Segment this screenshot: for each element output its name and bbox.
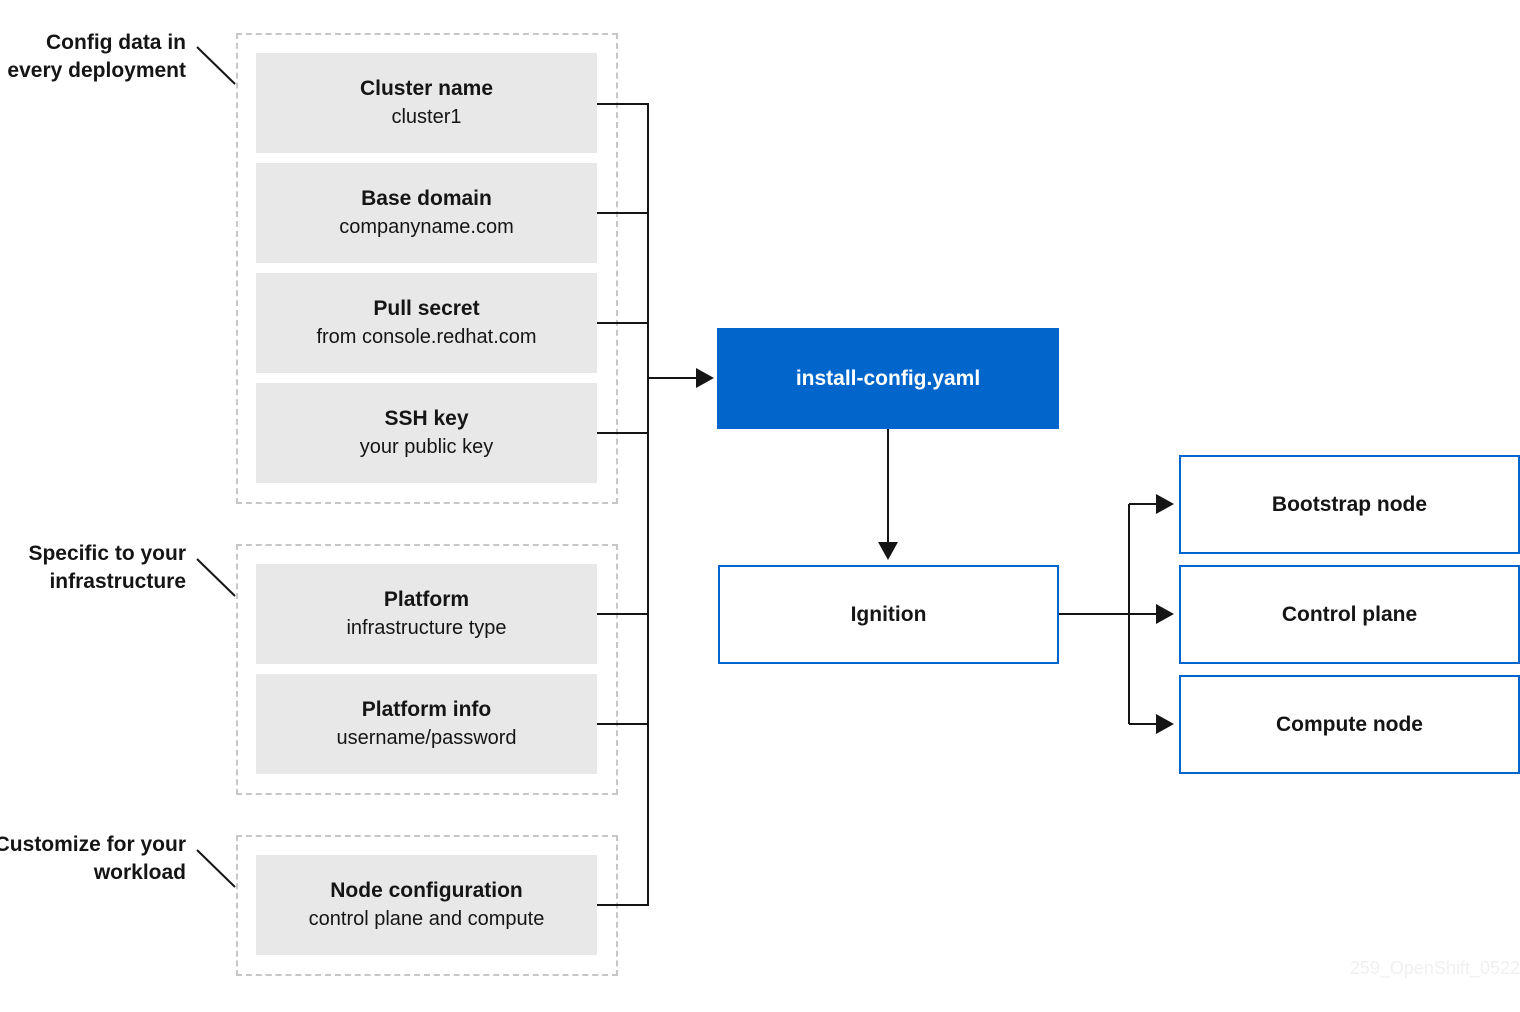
item-subtitle: infrastructure type (346, 617, 507, 639)
control-plane-label: Control plane (1281, 602, 1418, 626)
compute-node-box: Compute node (1179, 675, 1520, 774)
item-base-domain: Base domain companyname.com (256, 163, 597, 263)
item-platform-info: Platform info username/password (256, 674, 597, 774)
arrowhead-bootstrap (1156, 494, 1174, 514)
control-plane-box: Control plane (1179, 565, 1520, 664)
item-title: Platform info (361, 698, 492, 721)
item-cluster-name: Cluster name cluster1 (256, 53, 597, 153)
leader-line-deployment (196, 46, 236, 85)
item-subtitle: companyname.com (339, 216, 514, 238)
leader-line-workload (196, 849, 236, 888)
group-label-infrastructure: Specific to your infrastructure (28, 542, 186, 593)
arrowhead-install-config (696, 368, 714, 388)
install-config-box: install-config.yaml (717, 328, 1059, 429)
item-title: Platform (383, 588, 470, 611)
bootstrap-node-box: Bootstrap node (1179, 455, 1520, 554)
item-title: Node configuration (330, 879, 523, 902)
item-subtitle: from console.redhat.com (316, 326, 537, 348)
watermark-text: 259_OpenShift_0522 (1349, 958, 1520, 978)
item-title: Cluster name (359, 77, 494, 100)
item-title: SSH key (384, 407, 469, 430)
item-platform: Platform infrastructure type (256, 564, 597, 664)
install-config-label: install-config.yaml (795, 366, 981, 390)
compute-node-label: Compute node (1276, 712, 1423, 736)
item-node-configuration: Node configuration control plane and com… (256, 855, 597, 955)
item-subtitle: username/password (336, 727, 517, 749)
ignition-box: Ignition (718, 565, 1059, 664)
item-subtitle: cluster1 (391, 106, 462, 128)
group-label-workload: Customize for your workload (0, 833, 186, 884)
bootstrap-node-label: Bootstrap node (1271, 492, 1428, 516)
item-subtitle: control plane and compute (308, 908, 545, 930)
arrowhead-compute (1156, 714, 1174, 734)
item-title: Pull secret (373, 297, 480, 320)
ignition-label: Ignition (850, 602, 927, 626)
arrowhead-ignition (878, 542, 898, 560)
group-infrastructure (236, 544, 618, 795)
group-deployment (236, 33, 618, 504)
leader-line-infrastructure (196, 558, 236, 597)
item-title: Base domain (361, 187, 492, 210)
item-subtitle: your public key (359, 436, 494, 458)
arrowhead-control-plane (1156, 604, 1174, 624)
item-pull-secret: Pull secret from console.redhat.com (256, 273, 597, 373)
item-ssh-key: SSH key your public key (256, 383, 597, 483)
group-label-deployment: Config data in every deployment (7, 31, 186, 82)
